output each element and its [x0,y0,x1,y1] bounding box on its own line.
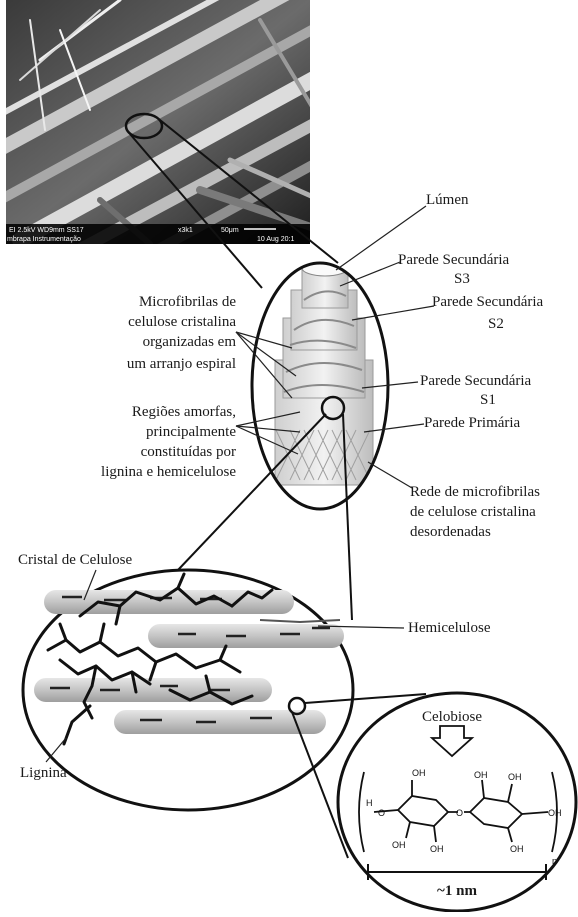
atom-h: H [366,798,373,808]
atom-o-bridge: O [456,808,463,818]
oh-left-1: OH [412,768,426,778]
oh-left-2: OH [392,840,406,850]
label-s3-line2: S3 [454,271,470,287]
oh-right-1: OH [474,770,488,780]
label-s3-line1: Parede Secundária [398,252,510,268]
cellulose-crystal-rod [34,678,272,702]
label-primary-wall: Parede Primária [424,415,521,431]
label-amorphous-line4: lignina e hemicelulose [101,464,236,480]
label-cellulose-crystal: Cristal de Celulose [18,552,132,568]
label-amorphous-line3: constituídas por [141,444,236,460]
atom-o-left: O [378,808,385,818]
cellobiose-panel: Celobiose H O [338,693,576,911]
label-microfibrils-line3: organizadas em [143,334,237,350]
label-amorphous-line2: principalmente [146,424,236,440]
oh-left-3: OH [430,844,444,854]
sem-magnification: x3k1 [178,227,193,234]
label-microfibrils-line1: Microfibrilas de [139,294,236,310]
label-microfibrils-line4: um arranjo espiral [127,356,236,372]
oh-right-2: OH [508,772,522,782]
sem-micrograph: EI 2.5kV WD9mm SS17 x3k1 50μm mbrapa Ins… [0,0,340,270]
label-cellobiose: Celobiose [422,709,482,725]
label-network-line1: Rede de microfibrilas [410,484,540,500]
label-lignin: Lignina [20,765,67,781]
label-scale-1nm: ~1 nm [437,883,477,899]
label-microfibrils-line2: celulose cristalina [128,314,236,330]
label-network-line3: desordenadas [410,524,491,540]
label-network-line2: de celulose cristalina [410,504,536,520]
label-hemicellulose: Hemicelulose [408,620,491,636]
label-s1-line2: S1 [480,392,496,408]
sem-scale: 50μm [221,227,239,234]
label-amorphous-line1: Regiões amorfas, [132,404,236,420]
label-s2-line1: Parede Secundária [432,294,544,310]
label-s2-line2: S2 [488,316,504,332]
oh-right-3: OH [548,808,562,818]
sem-date: 10 Aug 20:1 [257,236,294,243]
label-s1-line1: Parede Secundária [420,373,532,389]
label-lumen: Lúmen [426,192,469,208]
sem-institution: mbrapa Instrumentação [7,236,81,243]
microstructure [23,570,353,810]
oh-right-4: OH [510,844,524,854]
sem-info-left: EI 2.5kV WD9mm SS17 [9,227,84,234]
